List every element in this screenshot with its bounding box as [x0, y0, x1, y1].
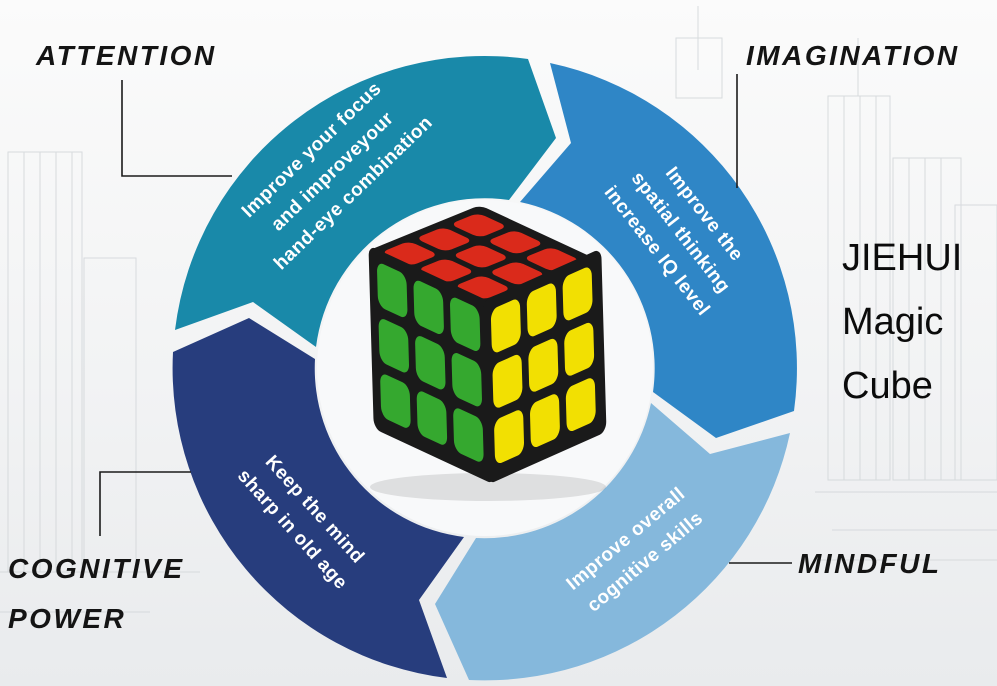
cube-right-face: [482, 250, 607, 483]
skyline-ground-line: [815, 491, 997, 561]
cube-shadow: [370, 473, 606, 501]
rubiks-cube-image: [368, 206, 607, 501]
cognitive-power-label: COGNITIVE POWER: [8, 544, 185, 644]
skyline-ground-line: [0, 571, 200, 613]
skyline-building: [675, 37, 723, 99]
mindful-label: MINDFUL: [798, 548, 942, 579]
segment-cognitive-power: [172, 318, 465, 678]
brand-title-line3: Cube: [842, 365, 933, 407]
segment-mindful: [435, 403, 790, 681]
skyline-building-windows: [843, 96, 877, 480]
cognitive-power-label-line1: COGNITIVE: [8, 553, 185, 584]
attention-connector-line: [121, 80, 232, 177]
cube-left-face: [368, 247, 495, 483]
skyline-building: [827, 95, 891, 481]
skyline-building: [892, 157, 962, 481]
attention-label: ATTENTION: [36, 40, 217, 71]
cognitive-power-label-line2: POWER: [8, 603, 127, 634]
imagination-label: IMAGINATION: [746, 40, 960, 71]
cognitive-power-connector-line: [99, 471, 191, 536]
skyline-building-windows: [23, 152, 73, 572]
segment-imagination: [520, 63, 797, 438]
brand-title-line2: Magic: [842, 301, 944, 343]
brand-title-line1: JIEHUI: [842, 237, 963, 279]
skyline-building-windows: [908, 158, 942, 480]
segment-attention: [175, 55, 556, 348]
skyline-building: [954, 204, 997, 481]
brand-title: JIEHUI Magic Cube: [842, 226, 962, 418]
